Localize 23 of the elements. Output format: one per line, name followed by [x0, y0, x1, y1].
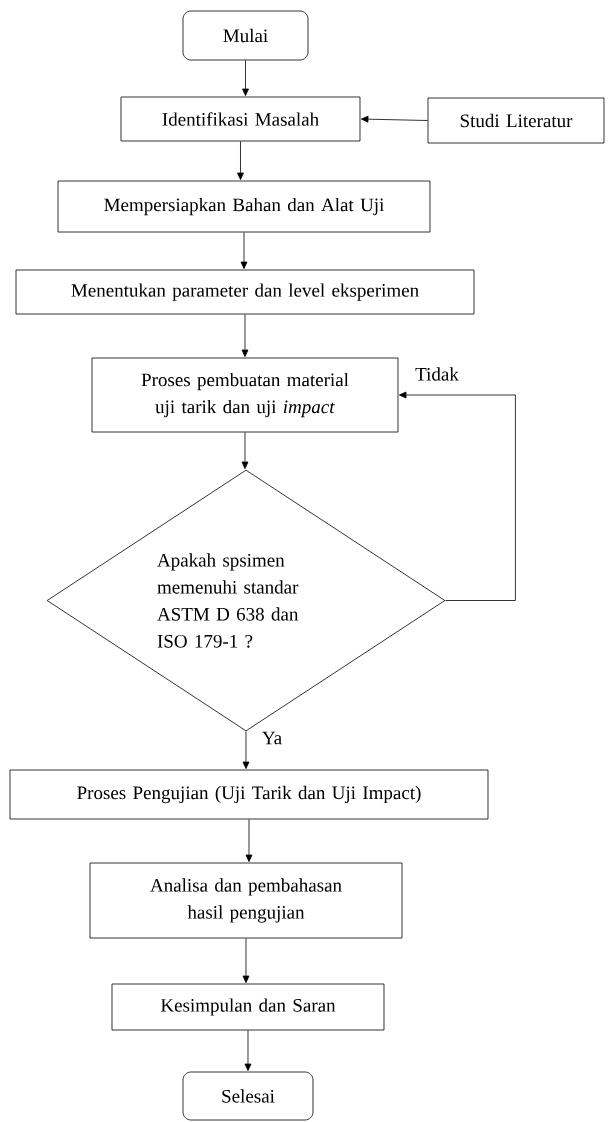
arrow	[242, 60, 249, 97]
arrow	[244, 1030, 252, 1071]
arrow	[242, 731, 250, 769]
arrow	[240, 232, 248, 269]
process-box: Proses pembuatan material uji tarik dan uji impact	[91, 357, 399, 433]
process-box: Identifikasi Masalah	[120, 96, 361, 142]
arrow	[237, 141, 244, 180]
arrow	[241, 314, 249, 357]
arrow	[399, 391, 516, 601]
process-box: Kesimpulan dan Saran	[111, 983, 385, 1031]
arrow	[241, 432, 249, 469]
terminal-box: Mulai	[182, 10, 309, 61]
process-box: Mempersiapkan Bahan dan Alat Uji	[57, 180, 431, 233]
process-box: Analisa dan pembahasan hasil pengujian	[89, 862, 403, 939]
process-box: Studi Literatur	[427, 97, 605, 144]
edge-label: Tidak	[414, 366, 460, 382]
arrow	[242, 938, 250, 983]
arrow	[245, 819, 253, 862]
process-box: Menentukan parameter dan level eksperimen	[15, 269, 475, 315]
arrow	[361, 115, 428, 123]
process-box: Proses Pengujian (Uji Tarik dan Uji Impact)	[9, 769, 489, 820]
edge-label: Ya	[260, 730, 284, 746]
terminal-box: Selesai	[182, 1071, 314, 1121]
